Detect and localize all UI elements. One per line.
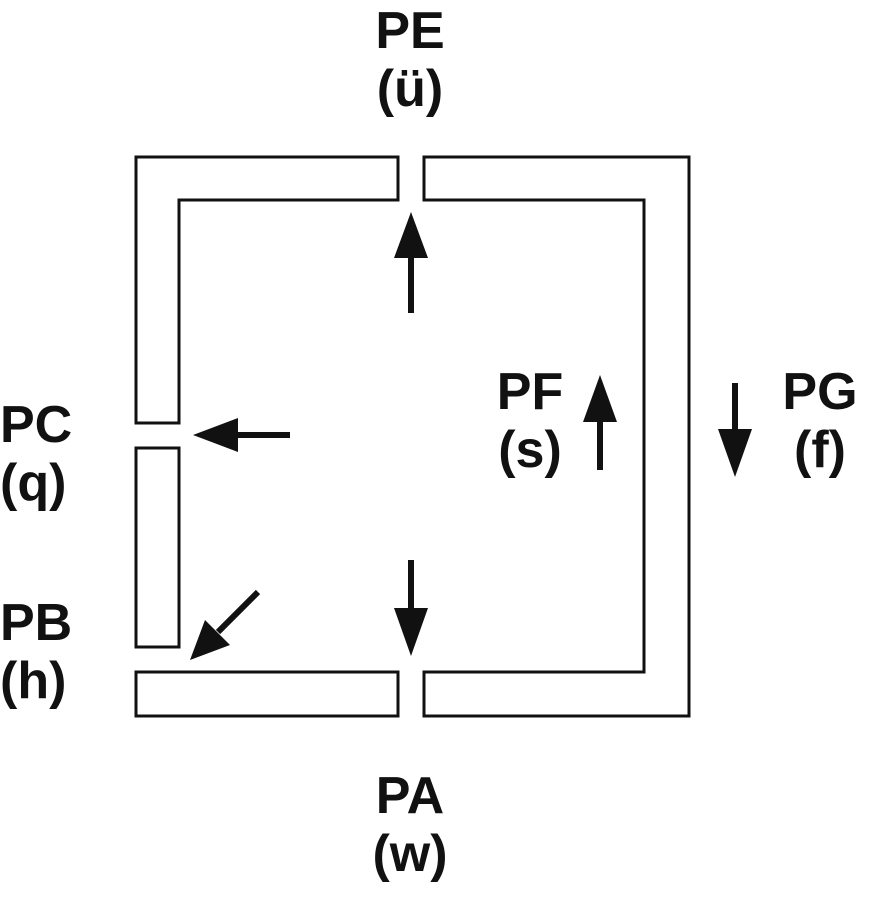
label-pa: PA (w) bbox=[360, 767, 460, 883]
wall-bottom-left bbox=[134, 670, 400, 718]
label-pb: PB (h) bbox=[0, 594, 96, 710]
label-pg-symbol: (f) bbox=[794, 421, 846, 479]
wall-right bbox=[422, 155, 691, 718]
label-pb-symbol: (h) bbox=[0, 652, 67, 710]
arrow-pf bbox=[583, 375, 617, 470]
label-pe: PE (ü) bbox=[360, 2, 460, 118]
label-pe-name: PE bbox=[375, 2, 445, 60]
label-pc-name: PC bbox=[0, 396, 73, 454]
wall-top-left bbox=[134, 155, 400, 425]
label-pc: PC (q) bbox=[0, 396, 92, 512]
arrow-pc bbox=[193, 418, 290, 452]
label-pf-name: PF bbox=[496, 363, 564, 421]
label-pf: PF (s) bbox=[480, 363, 580, 479]
arrow-pg bbox=[718, 383, 752, 477]
wall-left-middle bbox=[134, 446, 181, 649]
label-pc-symbol: (q) bbox=[0, 454, 67, 512]
arrow-pb bbox=[190, 589, 261, 660]
label-pe-symbol: (ü) bbox=[376, 60, 444, 118]
label-pb-name: PB bbox=[0, 594, 73, 652]
label-pf-symbol: (s) bbox=[498, 421, 562, 479]
label-pg: PG (f) bbox=[770, 363, 870, 479]
label-pa-name: PA bbox=[375, 767, 445, 825]
arrow-pa bbox=[394, 560, 428, 656]
label-pa-symbol: (w) bbox=[372, 825, 448, 883]
arrow-pe bbox=[394, 212, 428, 313]
label-pg-name: PG bbox=[782, 363, 858, 421]
